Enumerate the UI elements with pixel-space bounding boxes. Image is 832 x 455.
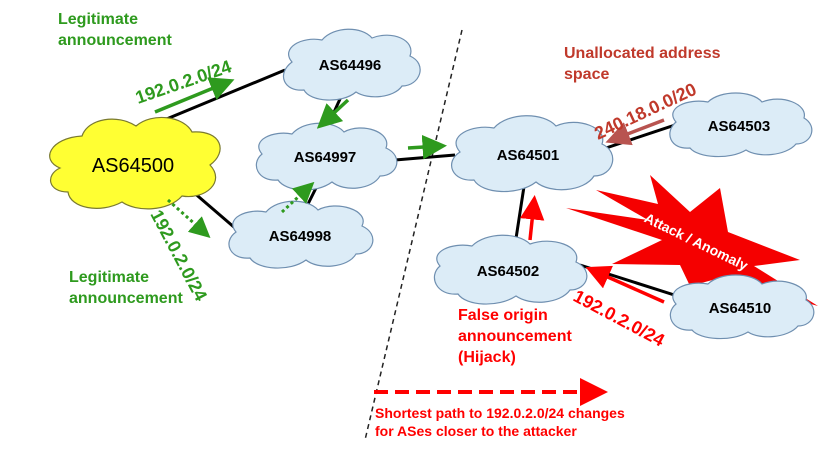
cloud-shape bbox=[669, 92, 813, 158]
cloud-shape bbox=[282, 28, 421, 101]
arrow-64496-to-64997 bbox=[316, 98, 350, 129]
as64503-label: AS64503 bbox=[708, 118, 771, 135]
false-origin-line3: (Hijack) bbox=[458, 349, 516, 366]
arrow-64503-to-64501 bbox=[605, 118, 665, 146]
footnote-line1: Shortest path to 192.0.2.0/24 changes bbox=[375, 405, 625, 421]
arrow-64997-to-64501 bbox=[407, 134, 447, 160]
cloud-shape bbox=[669, 274, 815, 340]
as64500-label: AS64500 bbox=[92, 155, 174, 177]
link-64501-64503 bbox=[599, 123, 676, 152]
cloud-shape bbox=[451, 115, 614, 193]
legit-bottom-line2: announcement bbox=[69, 290, 183, 307]
cloud-as64496[interactable]: AS64496 bbox=[282, 28, 421, 101]
as64496-label: AS64496 bbox=[319, 57, 382, 74]
cloud-as64503[interactable]: AS64503 bbox=[669, 92, 813, 158]
cloud-shape bbox=[228, 200, 374, 269]
cloud-as64502[interactable]: AS64502 bbox=[434, 234, 588, 305]
arrow-64510-to-64502 bbox=[585, 265, 665, 304]
legit-top-line1: Legitimate bbox=[58, 11, 138, 28]
footnote-line2: for ASes closer to the attacker bbox=[375, 423, 577, 439]
cloud-as64501[interactable]: AS64501 bbox=[451, 115, 614, 193]
as64998-label: AS64998 bbox=[269, 228, 332, 245]
link-64997-64501 bbox=[394, 153, 456, 162]
cloud-as64500[interactable]: AS64500 bbox=[49, 116, 221, 210]
cloud-as64998[interactable]: AS64998 bbox=[228, 200, 374, 269]
cloud-shape bbox=[255, 122, 398, 191]
as64997-label: AS64997 bbox=[294, 149, 357, 166]
arrow-bottom-announce bbox=[166, 198, 211, 239]
divider-line bbox=[364, 29, 463, 441]
arrow-top-announce bbox=[154, 77, 235, 114]
unalloc-line2: space bbox=[564, 66, 609, 83]
cloud-shape bbox=[49, 116, 221, 210]
as64501-label: AS64501 bbox=[497, 147, 560, 164]
false-origin-line2: announcement bbox=[458, 328, 572, 345]
legit-top-line2: announcement bbox=[58, 32, 172, 49]
as64510-label: AS64510 bbox=[709, 300, 772, 317]
unalloc-line1: Unallocated address bbox=[564, 45, 721, 62]
arrow-64998-to-64997 bbox=[280, 181, 315, 214]
green-arrows bbox=[154, 77, 447, 239]
false-origin-line1: False origin bbox=[458, 307, 548, 324]
legit-bottom-line1: Legitimate bbox=[69, 269, 149, 286]
cloud-as64510[interactable]: AS64510 bbox=[669, 274, 815, 340]
as64502-label: AS64502 bbox=[477, 263, 540, 280]
red-arrows bbox=[374, 118, 665, 406]
links bbox=[139, 68, 691, 302]
cloud-as64997[interactable]: AS64997 bbox=[255, 122, 398, 191]
arrow-64502-to-64501 bbox=[519, 195, 545, 241]
